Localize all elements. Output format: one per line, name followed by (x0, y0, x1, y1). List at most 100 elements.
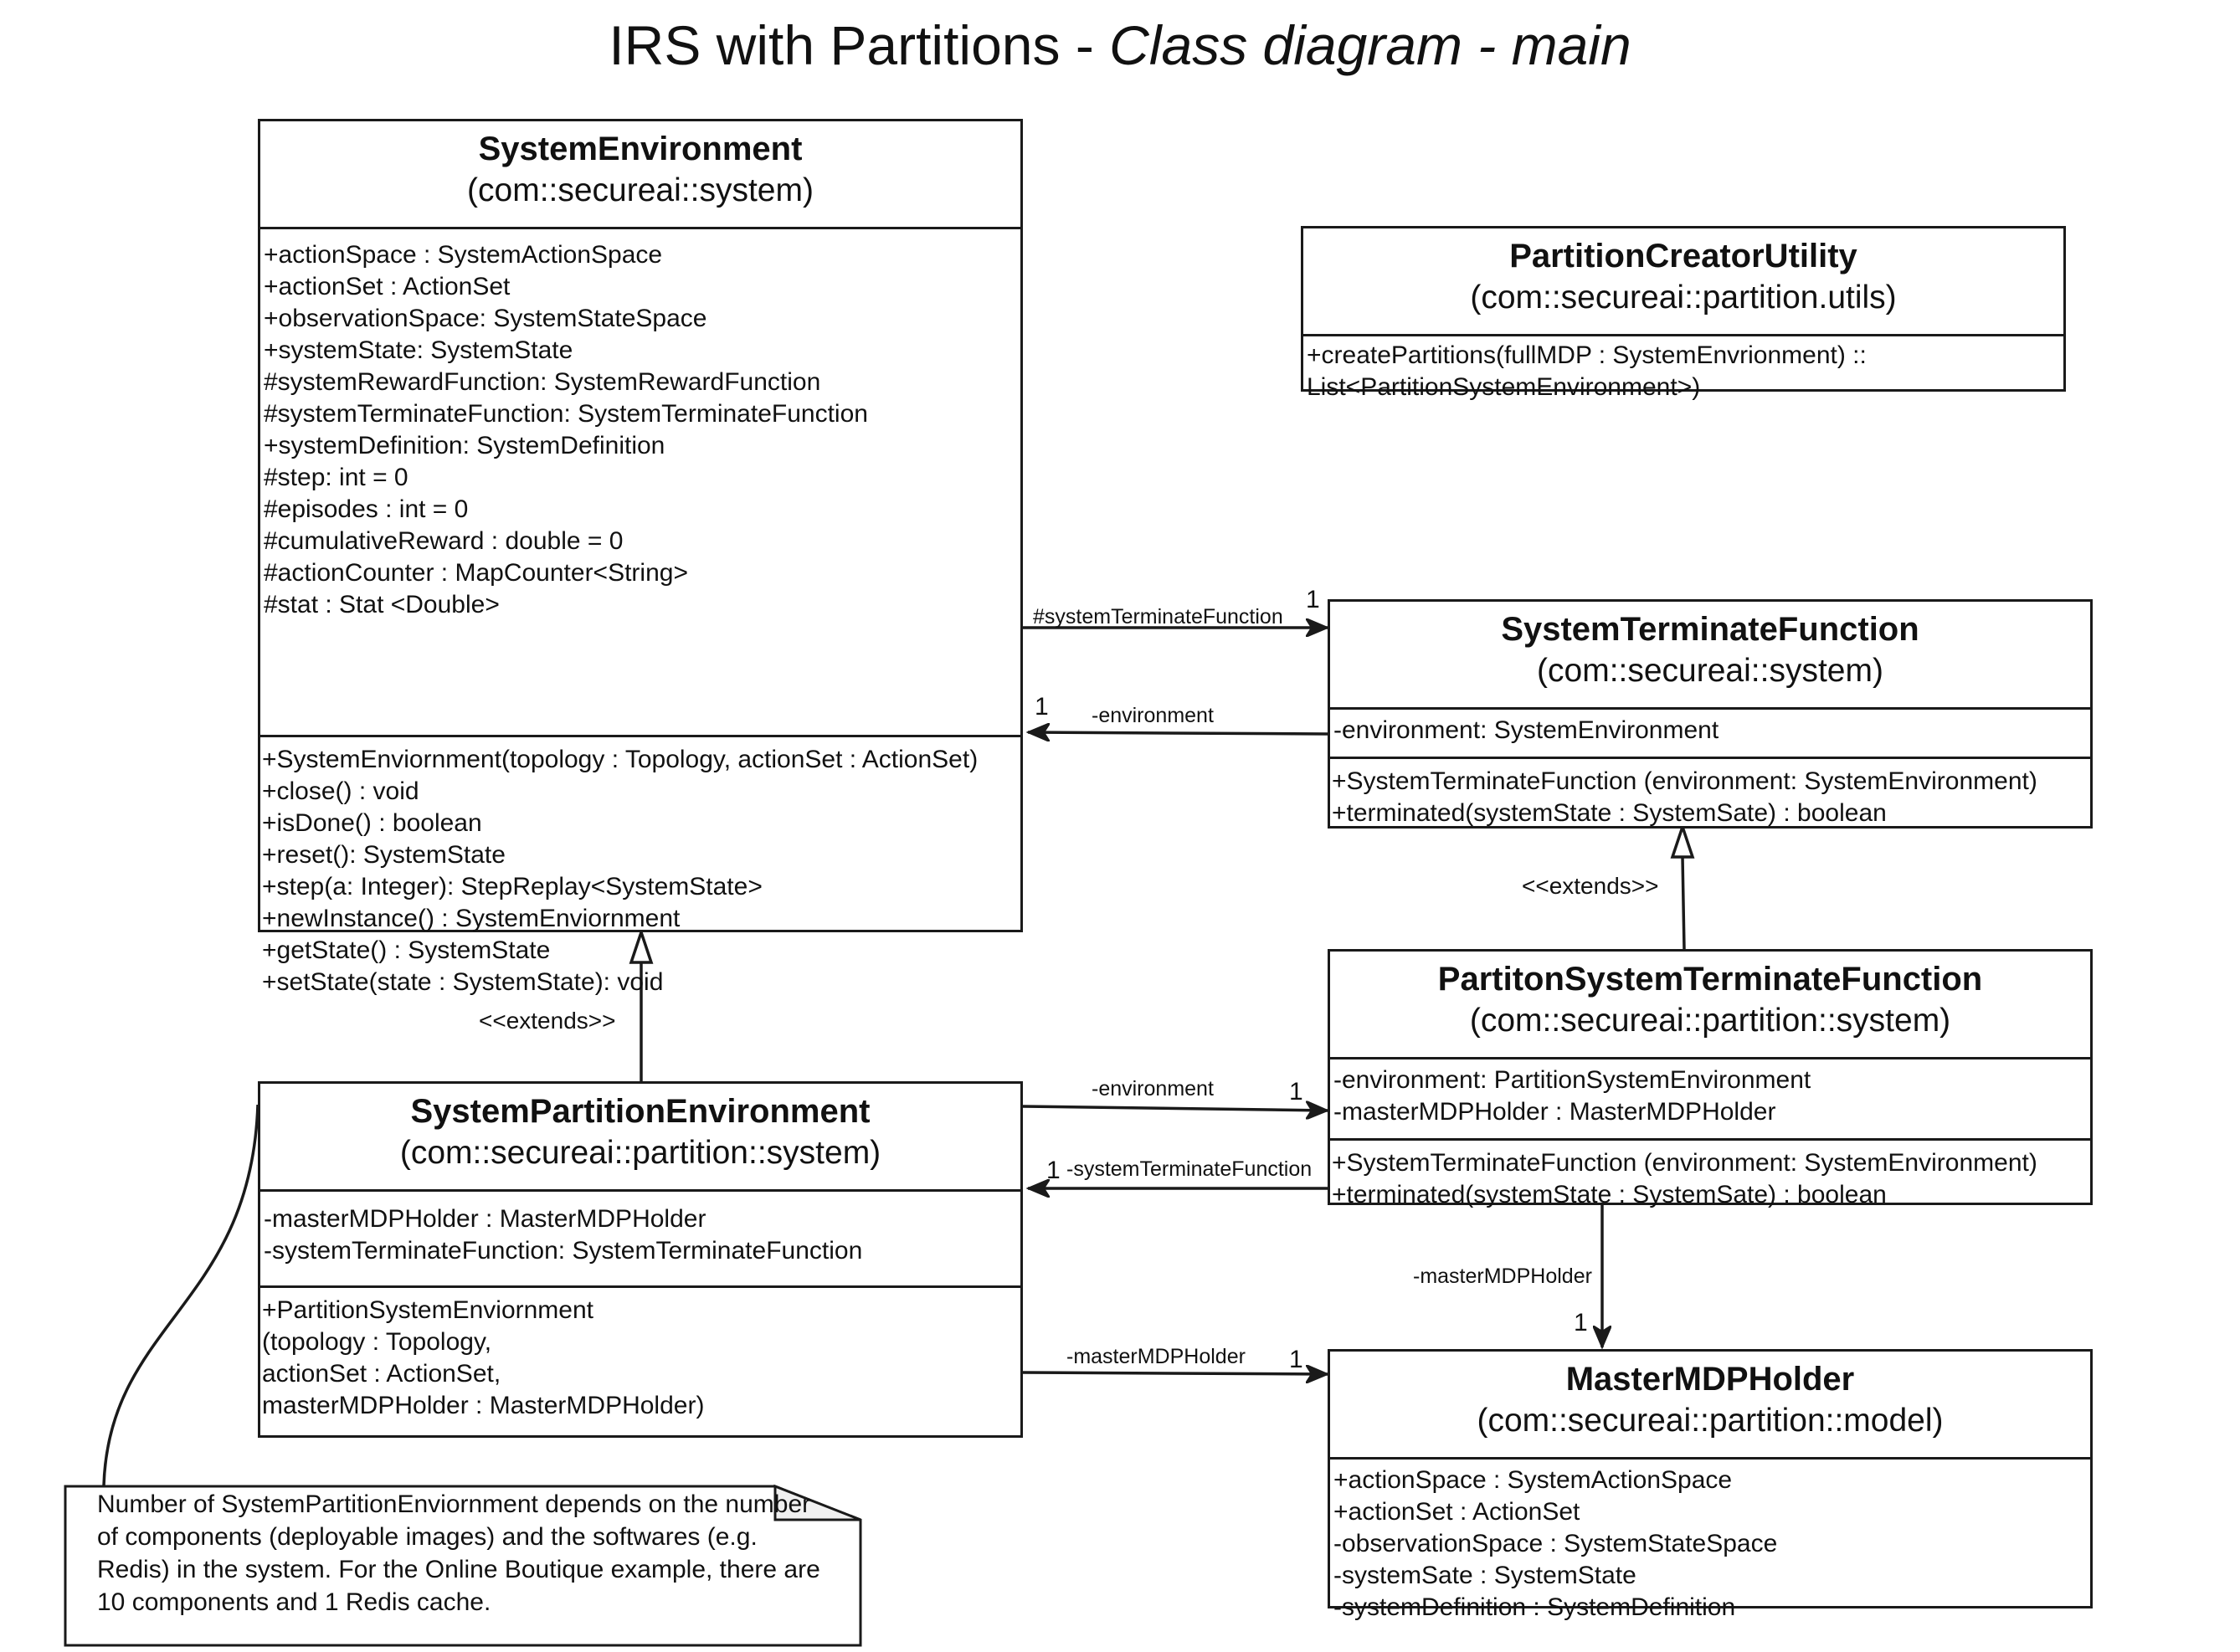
assoc-stf-to-env (1028, 732, 1328, 734)
generalization-spe-arrowhead (629, 927, 654, 964)
class-package: (com::secureai::partition::system) (399, 1135, 881, 1171)
note-folded-corner (773, 1484, 861, 1521)
attribute: -masterMDPHolder : MasterMDPHolder (1333, 1098, 1776, 1126)
operation-compartment: +PartitionSystemEnviornment (topology : … (260, 1285, 1020, 1429)
operation: masterMDPHolder : MasterMDPHolder) (262, 1392, 705, 1419)
attribute: #stat : Stat <Double> (264, 591, 500, 618)
operation: +reset(): SystemState (262, 841, 506, 869)
operation: +terminated(systemState : SystemSate) : … (1332, 799, 1887, 827)
class-partition-system-terminate-function[interactable]: PartitonSystemTerminateFunction (com::se… (1328, 949, 2093, 1208)
stereotype-extends-system-environment: <<extends>> (479, 1008, 616, 1034)
diagram-title-main: IRS with Partitions - (609, 14, 1110, 76)
attribute: -systemSate : SystemState (1333, 1562, 1636, 1589)
class-header: SystemPartitionEnvironment (com::securea… (260, 1084, 1020, 1192)
multiplicity-pstf-master-mdp-holder: 1 (1574, 1309, 1588, 1336)
attribute: -systemDefinition : SystemDefinition (1333, 1593, 1736, 1621)
class-package: (com::secureai::system) (1537, 653, 1883, 689)
class-name: PartitonSystemTerminateFunction (1437, 961, 1983, 998)
attribute: -environment: PartitionSystemEnvironment (1333, 1066, 1811, 1094)
attribute-compartment: +actionSpace : SystemActionSpace +action… (1330, 1460, 2090, 1630)
class-header: SystemEnvironment (com::secureai::system… (260, 121, 1020, 229)
operation: +close() : void (262, 777, 419, 805)
class-system-terminate-function[interactable]: SystemTerminateFunction (com::secureai::… (1328, 599, 2093, 829)
attribute-compartment: +actionSpace : SystemActionSpace +action… (260, 229, 1020, 735)
attribute: +systemDefinition: SystemDefinition (264, 432, 665, 459)
attribute: -systemTerminateFunction: SystemTerminat… (264, 1237, 863, 1265)
attribute: +actionSpace : SystemActionSpace (1333, 1466, 1733, 1494)
assoc-spe-to-pstf (1022, 1106, 1328, 1111)
role-label-env-system-terminate-function: #systemTerminateFunction (1033, 605, 1283, 628)
role-label-spe-environment: -environment (1092, 1077, 1214, 1100)
class-partition-creator-utility[interactable]: PartitionCreatorUtility (com::secureai::… (1301, 226, 2066, 401)
attribute: #step: int = 0 (264, 464, 408, 491)
class-system-partition-environment[interactable]: SystemPartitionEnvironment (com::securea… (258, 1081, 1023, 1438)
multiplicity-env-system-terminate-function: 1 (1306, 586, 1320, 613)
note-connector (102, 1104, 259, 1486)
class-package: (com::secureai::partition::model) (1477, 1403, 1944, 1439)
class-package: (com::secureai::partition::system) (1469, 1003, 1951, 1039)
operation: +isDone() : boolean (262, 809, 482, 837)
operation: +step(a: Integer): StepReplay<SystemStat… (262, 873, 763, 900)
role-label-spe-master-mdp-holder: -masterMDPHolder (1066, 1345, 1246, 1368)
class-header: SystemTerminateFunction (com::secureai::… (1330, 602, 2090, 710)
operation: actionSet : ActionSet, (262, 1360, 501, 1388)
role-label-pstf-system-terminate-function: -systemTerminateFunction (1066, 1157, 1313, 1181)
operation: +PartitionSystemEnviornment (262, 1296, 594, 1324)
operation: +setState(state : SystemState): void (262, 968, 664, 996)
operation-compartment: +SystemEnviornment(topology : Topology, … (260, 735, 1020, 1005)
operation: +terminated(systemState : SystemSate) : … (1332, 1181, 1887, 1208)
operation-compartment: +createPartitions(fullMDP : SystemEnvrio… (1303, 336, 2063, 410)
class-header: PartitionCreatorUtility (com::secureai::… (1303, 228, 2063, 336)
operation: +SystemTerminateFunction (environment: S… (1332, 767, 2037, 795)
class-package: (com::secureai::partition.utils) (1470, 280, 1897, 316)
attribute: +actionSet : ActionSet (264, 273, 511, 300)
role-label-pstf-master-mdp-holder: -masterMDPHolder (1413, 1265, 1592, 1288)
diagram-title: IRS with Partitions - Class diagram - ma… (0, 7, 2240, 84)
operation-compartment: +SystemTerminateFunction (environment: S… (1330, 757, 2090, 836)
role-label-stf-environment: -environment (1092, 704, 1214, 727)
attribute-compartment: -environment: PartitionSystemEnvironment… (1330, 1059, 2090, 1138)
diagram-title-sub: Class diagram - main (1109, 14, 1631, 76)
class-header: PartitonSystemTerminateFunction (com::se… (1330, 952, 2090, 1059)
stereotype-extends-system-terminate-function: <<extends>> (1522, 873, 1659, 899)
operation: +SystemTerminateFunction (environment: S… (1332, 1149, 2037, 1177)
attribute: -observationSpace : SystemStateSpace (1333, 1530, 1778, 1557)
class-header: MasterMDPHolder (com::secureai::partitio… (1330, 1352, 2090, 1460)
attribute: +systemState: SystemState (264, 336, 573, 364)
generalization-pstf-line (1681, 856, 1686, 950)
attribute: #cumulativeReward : double = 0 (264, 527, 624, 555)
class-master-mdp-holder[interactable]: MasterMDPHolder (com::secureai::partitio… (1328, 1349, 2093, 1621)
attribute: -environment: SystemEnvironment (1333, 716, 1719, 744)
operation: +createPartitions(fullMDP : SystemEnvrio… (1307, 341, 1867, 369)
note-shape (64, 1485, 862, 1647)
multiplicity-spe-master-mdp-holder: 1 (1289, 1346, 1303, 1373)
class-name: SystemEnvironment (478, 131, 803, 167)
assoc-spe-to-mmh (1022, 1372, 1328, 1374)
operation-compartment: +SystemTerminateFunction (environment: S… (1330, 1138, 2090, 1218)
attribute: +observationSpace: SystemStateSpace (264, 305, 707, 332)
attribute: #systemTerminateFunction: SystemTerminat… (264, 400, 868, 428)
operation: (topology : Topology, (262, 1328, 492, 1356)
attribute: -masterMDPHolder : MasterMDPHolder (264, 1205, 706, 1233)
attribute-compartment: -masterMDPHolder : MasterMDPHolder -syst… (260, 1192, 1020, 1285)
operation: +getState() : SystemState (262, 936, 551, 964)
generalization-pstf-arrowhead (1670, 822, 1695, 859)
class-system-environment[interactable]: SystemEnvironment (com::secureai::system… (258, 119, 1023, 996)
class-name: SystemTerminateFunction (1501, 611, 1919, 648)
attribute: #actionCounter : MapCounter<String> (264, 559, 688, 587)
multiplicity-spe-environment: 1 (1289, 1078, 1303, 1106)
class-package: (com::secureai::system) (467, 172, 814, 208)
multiplicity-stf-environment: 1 (1035, 693, 1049, 721)
class-name: SystemPartitionEnvironment (410, 1093, 871, 1130)
attribute: +actionSet : ActionSet (1333, 1498, 1580, 1526)
class-name: MasterMDPHolder (1565, 1361, 1855, 1398)
attribute: +actionSpace : SystemActionSpace (264, 241, 663, 269)
operation: List<PartitionSystemEnvironment>) (1307, 373, 1701, 401)
attribute-compartment: -environment: SystemEnvironment (1330, 710, 2090, 757)
note-text: Number of SystemPartitionEnviornment dep… (97, 1490, 820, 1616)
operation: +newInstance() : SystemEnviornment (262, 905, 681, 932)
attribute: #systemRewardFunction: SystemRewardFunct… (264, 368, 821, 396)
multiplicity-pstf-system-terminate-function: 1 (1046, 1157, 1061, 1184)
